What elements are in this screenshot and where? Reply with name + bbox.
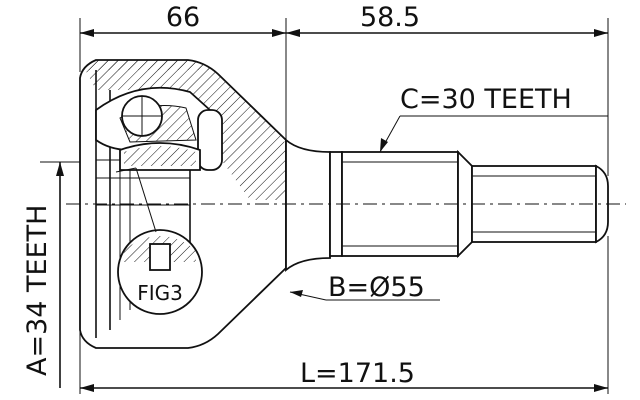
dim-top-right-label: 58.5 bbox=[360, 2, 420, 33]
dimension-lines bbox=[40, 18, 609, 394]
spline-teeth bbox=[342, 161, 458, 247]
fig3-label: FIG3 bbox=[137, 281, 183, 305]
length-l-label: L=171.5 bbox=[300, 358, 415, 389]
dim-top-left-label: 66 bbox=[166, 2, 200, 33]
spline-a-label: A=34 TEETH bbox=[22, 205, 53, 376]
inner-race bbox=[95, 86, 223, 171]
output-shaft bbox=[285, 138, 609, 272]
fig3-callout bbox=[115, 167, 203, 315]
spline-c-label: C=30 TEETH bbox=[400, 84, 572, 115]
diameter-b-label: B=Ø55 bbox=[328, 272, 425, 303]
leader-lines bbox=[289, 115, 608, 301]
